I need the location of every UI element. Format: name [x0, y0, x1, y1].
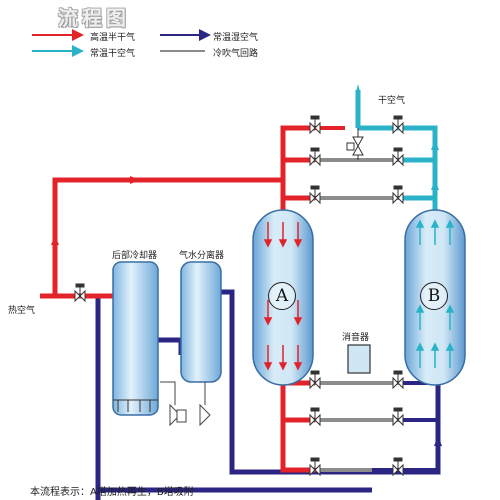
valve — [309, 115, 321, 135]
separator-label: 气水分离器 — [179, 251, 225, 261]
silencer — [347, 344, 371, 374]
aftercooler-tank — [112, 261, 159, 416]
valve — [392, 147, 404, 167]
legend-cold-blow-label: 冷吹气回路 — [213, 49, 259, 59]
flow-arrows — [51, 84, 442, 446]
tower-a-label: A — [268, 282, 296, 310]
diagram-footer: 本流程表示：A塔加热再生，B塔吸附 — [30, 487, 194, 498]
hot-air-label: 热空气 — [8, 306, 36, 316]
cold-blow-pipes — [315, 158, 400, 472]
legend-hot-semi-dry-label: 高温半干气 — [90, 33, 136, 43]
separator-tank — [180, 261, 222, 383]
arrow-dry-out — [356, 84, 360, 92]
arrow-hot-left — [51, 235, 59, 245]
legend-ambient-dry-label: 常温干空气 — [90, 49, 136, 59]
arrow-wet-riser — [434, 436, 442, 446]
arrow-dry-riser-2 — [431, 140, 439, 150]
dry-air-label: 干空气 — [378, 96, 406, 106]
arrow-dry-riser-1 — [431, 180, 439, 190]
arrow-hot-top — [130, 176, 140, 184]
valve — [392, 457, 404, 477]
tower-b-label: B — [420, 282, 448, 310]
drain-valves — [160, 381, 211, 427]
aftercooler-label: 后部冷却器 — [112, 251, 158, 261]
valve — [309, 147, 321, 167]
valve — [309, 407, 321, 427]
legend-ambient-wet-label: 常温湿空气 — [213, 33, 259, 43]
valve — [392, 185, 404, 205]
silencer-label: 消音器 — [342, 333, 370, 343]
valve — [309, 370, 321, 390]
check-valve — [346, 128, 364, 160]
valves — [74, 115, 404, 477]
valve — [392, 115, 404, 135]
diagram-title: 流程图 — [58, 6, 130, 30]
valve — [309, 457, 321, 477]
valve — [309, 185, 321, 205]
valve — [74, 283, 86, 303]
valve — [392, 407, 404, 427]
valve — [392, 370, 404, 390]
